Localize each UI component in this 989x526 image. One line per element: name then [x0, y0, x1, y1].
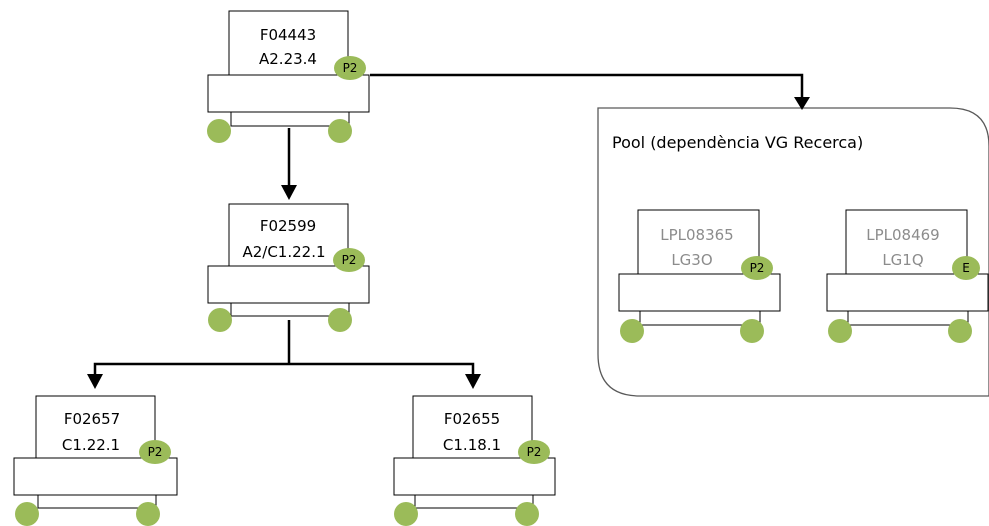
printer-foot-right	[948, 319, 972, 343]
printer-body	[826, 273, 989, 312]
printer-foot-right	[740, 319, 764, 343]
pool-label: Pool (dependència VG Recerca)	[612, 133, 863, 152]
arrowhead-pool	[794, 97, 810, 110]
printer-foot-left	[207, 119, 231, 143]
printer-paper	[35, 395, 156, 459]
printer-id: LPL08469	[866, 226, 939, 244]
printer-foot-left	[394, 502, 418, 526]
status-badge-label: P2	[527, 445, 542, 459]
printer-id: F04443	[260, 26, 316, 44]
printer-id: F02599	[260, 217, 316, 235]
printer-f02599[interactable]: F02599 A2/C1.22.1 P2	[207, 203, 370, 332]
arrowhead-f02599	[281, 185, 297, 200]
printer-f04443[interactable]: F04443 A2.23.4 P2	[207, 10, 370, 143]
printer-tray	[414, 495, 534, 509]
printer-code: A2.23.4	[259, 50, 317, 68]
printer-f02657[interactable]: F02657 C1.22.1 P2	[13, 395, 178, 526]
printer-lpl08469[interactable]: LPL08469 LG1Q E	[826, 209, 989, 343]
printer-tray	[230, 112, 350, 127]
status-badge-label: P2	[343, 61, 358, 75]
printer-paper	[228, 10, 349, 76]
arrowhead-f02657	[87, 374, 103, 389]
printer-code: C1.18.1	[443, 436, 501, 454]
status-badge	[518, 440, 550, 464]
printer-paper	[637, 209, 760, 275]
printer-tray	[230, 303, 350, 317]
printer-code: LG1Q	[882, 251, 923, 269]
status-badge	[741, 256, 773, 280]
printer-paper	[412, 395, 533, 459]
printer-paper	[845, 209, 968, 275]
status-badge-label: P2	[148, 445, 163, 459]
printer-body	[207, 74, 370, 113]
printer-id: LPL08365	[660, 226, 733, 244]
printer-foot-right	[515, 502, 539, 526]
pool-container: Pool (dependència VG Recerca)	[597, 107, 989, 397]
printer-body	[13, 457, 178, 496]
printer-tray	[847, 311, 969, 326]
printer-tray	[639, 311, 761, 326]
printer-code: A2/C1.22.1	[242, 243, 325, 261]
printer-tray	[37, 495, 157, 509]
printer-id: F02655	[444, 410, 500, 428]
printer-lpl08365[interactable]: LPL08365 LG3O P2	[618, 209, 781, 343]
printer-foot-right	[328, 119, 352, 143]
status-badge	[139, 440, 171, 464]
status-badge-label: E	[962, 261, 970, 275]
status-badge	[333, 248, 365, 272]
printer-body	[207, 265, 370, 304]
status-badge	[952, 256, 980, 280]
status-badge	[334, 56, 366, 80]
status-badge-label: P2	[750, 261, 765, 275]
printer-body	[618, 273, 781, 312]
printer-f02655[interactable]: F02655 C1.18.1 P2	[393, 395, 556, 526]
connector-f04443-pool	[370, 73, 804, 98]
printer-foot-left	[208, 308, 232, 332]
printer-code: C1.22.1	[62, 436, 120, 454]
connectors	[87, 73, 810, 389]
printer-foot-left	[620, 319, 644, 343]
printer-paper	[228, 203, 349, 267]
printer-foot-left	[828, 319, 852, 343]
printer-code: LG3O	[671, 251, 712, 269]
printer-foot-right	[328, 308, 352, 332]
printer-id: F02657	[64, 410, 120, 428]
printer-body	[393, 457, 556, 496]
connector-children-bus	[93, 362, 475, 375]
printer-foot-left	[15, 502, 39, 526]
status-badge-label: P2	[342, 253, 357, 267]
arrowhead-f02655	[465, 374, 481, 389]
printer-foot-right	[136, 502, 160, 526]
